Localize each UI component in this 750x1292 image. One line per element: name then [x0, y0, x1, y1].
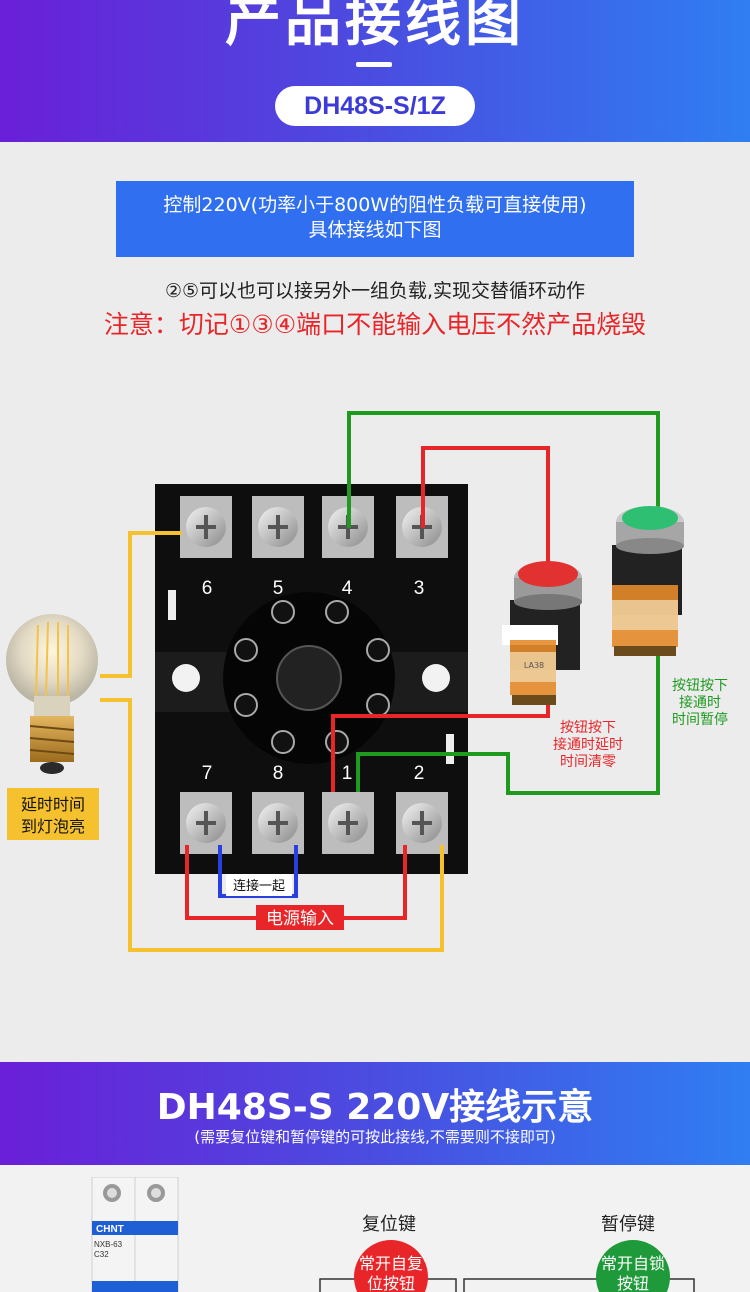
terminal-number-1: 1 — [342, 763, 353, 784]
terminal-number-4: 4 — [342, 578, 353, 599]
section-title: DH48S-S 220V接线示意 — [156, 1087, 594, 1128]
terminal-number-2: 2 — [414, 763, 425, 784]
terminal-number-7: 7 — [202, 763, 213, 784]
pause-key-label: 暂停键 — [601, 1214, 655, 1235]
red-button-model: LA38 — [524, 661, 544, 670]
terminal-number-8: 8 — [273, 763, 284, 784]
terminal-number-3: 3 — [414, 578, 425, 599]
terminal-7 — [180, 792, 232, 854]
terminal-number-5: 5 — [273, 578, 284, 599]
bulb-label-line-2: 到灯泡亮 — [21, 817, 85, 836]
red-button-label-2: 接通时延时 — [553, 736, 623, 753]
red-button-label-1: 按钮按下 — [560, 720, 616, 736]
green-push-button-icon — [612, 506, 684, 656]
intro-line-2: 具体接线如下图 — [308, 219, 442, 241]
warning-note: 注意：切记①③④端口不能输入电压不然产品烧毁 — [103, 310, 647, 339]
wiring-diagram: 6 5 4 3 7 8 1 2 连接一起 电源输入 — [6, 411, 728, 952]
top-banner: 产品接线图 DH48S-S/1Z — [0, 0, 750, 142]
red-button-label-3: 时间清零 — [560, 754, 616, 770]
circuit-breaker-icon: CHNT NXB-63 C32 — [91, 1177, 179, 1292]
green-button-label-2: 接通时 — [679, 694, 721, 711]
mount-hole-right — [422, 664, 450, 692]
pause-button-icon: 常开自锁按钮 — [596, 1240, 670, 1292]
green-button-label-1: 按钮按下 — [672, 678, 728, 694]
intro-line-1: 控制220V(功率小于800W的阻性负载可直接使用) — [163, 194, 587, 216]
title-divider — [356, 62, 392, 67]
section-content: CHNT NXB-63 C32 复位键 暂停键 常开自复位按钮 常开自锁按钮 — [0, 1165, 750, 1292]
power-input-label: 电源输入 — [266, 909, 334, 929]
section-banner: DH48S-S 220V接线示意 (需要复位键和暂停键的可按此接线,不需要则不接… — [0, 1062, 750, 1165]
intro-box: 控制220V(功率小于800W的阻性负载可直接使用) 具体接线如下图 — [116, 181, 634, 257]
red-push-button-icon: LA38 — [502, 561, 582, 705]
bulb-label-line-1: 延时时间 — [21, 795, 85, 814]
reset-key-label: 复位键 — [362, 1214, 416, 1235]
terminal-8 — [252, 792, 304, 854]
reset-button-icon: 常开自复位按钮 — [354, 1240, 428, 1292]
breaker-model: NXB-63 — [94, 1240, 123, 1249]
terminal-number-6: 6 — [202, 578, 213, 599]
mount-hole-left — [172, 664, 200, 692]
alternate-load-note: ②⑤可以也可以接另外一组负载,实现交替循环动作 — [164, 280, 586, 302]
model-badge: DH48S-S/1Z — [275, 86, 475, 126]
terminal-5 — [252, 496, 304, 558]
terminal-1 — [322, 792, 374, 854]
terminal-2 — [396, 792, 448, 854]
connect-label: 连接一起 — [233, 878, 285, 894]
section-subtitle: (需要复位键和暂停键的可按此接线,不需要则不接即可) — [194, 1128, 556, 1146]
bottom-terminals — [180, 792, 448, 854]
breaker-brand: CHNT — [96, 1224, 124, 1235]
page-title: 产品接线图 — [225, 0, 525, 54]
breaker-rating: C32 — [94, 1250, 109, 1259]
green-button-label-3: 时间暂停 — [672, 711, 728, 728]
terminal-6 — [180, 496, 232, 558]
light-bulb-icon — [6, 614, 98, 774]
